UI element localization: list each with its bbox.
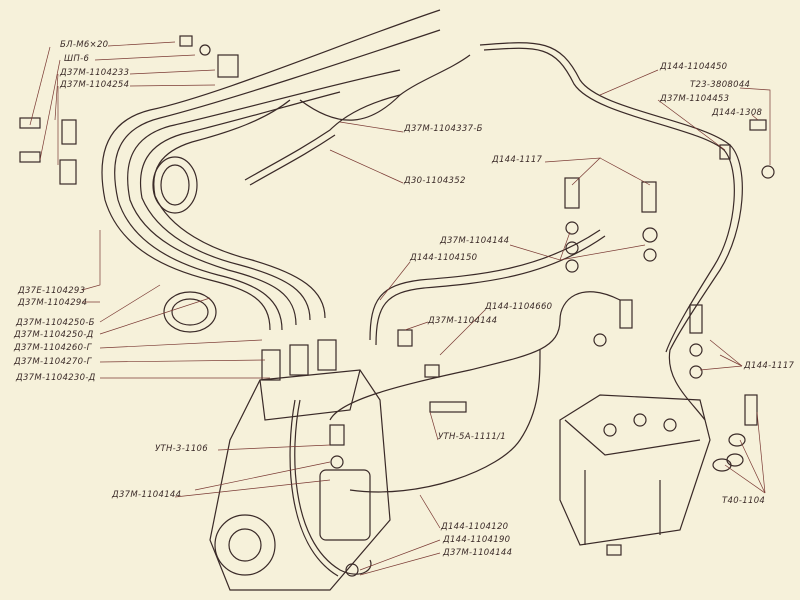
label-utn-5a-1111: УТН-5А-1111/1 bbox=[438, 432, 506, 442]
label-pipe-1104660: Д144-1104660 bbox=[485, 302, 553, 312]
label-bolt-top: БЛ-М6×20 bbox=[60, 40, 109, 50]
label-pipe-1104120: Д144-1104120 bbox=[441, 522, 509, 532]
label-bolt-1117-top: Д144-1117 bbox=[492, 155, 543, 165]
injection-pump bbox=[209, 339, 391, 591]
label-pipe-1104352: Д30-1104352 bbox=[404, 176, 466, 186]
fuel-filter bbox=[559, 394, 711, 556]
label-pipe-1104230-d: Д37М-1104230-Д bbox=[16, 373, 96, 383]
label-washer-1104144-d: Д37М-1104144 bbox=[443, 548, 513, 558]
label-washer-top: ШП-6 bbox=[64, 54, 90, 64]
label-d37e-1104293: Д37Е-1104293 bbox=[18, 286, 86, 296]
label-pipe-1104337: Д37М-1104337-Б bbox=[404, 124, 483, 134]
label-washer-1104144-b: Д37М-1104144 bbox=[428, 316, 498, 326]
label-pipe-1104260-g: Д37М-1104260-Г bbox=[14, 343, 92, 353]
label-pipe-1104450: Д144-1104450 bbox=[660, 62, 728, 72]
label-pipe-1104250-b: Д37М-1104250-Б bbox=[16, 318, 95, 328]
label-pipe-1104250-d: Д37М-1104250-Д bbox=[14, 330, 94, 340]
label-clamp-1104233: Д37М-1104233 bbox=[60, 68, 130, 78]
pipe-loop-top bbox=[152, 156, 198, 214]
label-d37m-1104453: Д37М-1104453 bbox=[660, 94, 730, 104]
label-d37m-1104294: Д37М-1104294 bbox=[18, 298, 88, 308]
label-washer-1104144-c: Д37М-1104144 bbox=[112, 490, 182, 500]
label-utn-3-1106: УТН-3-1106 bbox=[155, 444, 208, 454]
label-washer-1104144-a: Д37М-1104144 bbox=[440, 236, 510, 246]
label-t40-1104: Т40-1104 bbox=[722, 496, 766, 506]
label-d144-1308: Д144-1308 bbox=[712, 108, 763, 118]
label-pipe-1104150: Д144-1104150 bbox=[410, 253, 478, 263]
label-bolt-1117-right: Д144-1117 bbox=[744, 361, 795, 371]
label-pipe-1104270-g: Д37М-1104270-Г bbox=[14, 357, 92, 367]
label-pipe-1104190: Д144-1104190 bbox=[443, 535, 511, 545]
label-t23: Т23-3808044 bbox=[690, 80, 751, 90]
label-clamp-1104254: Д37М-1104254 bbox=[60, 80, 130, 90]
pipe-loop-bottom bbox=[163, 291, 217, 333]
fasteners bbox=[19, 35, 775, 577]
injection-pipe-bundle bbox=[101, 9, 441, 331]
